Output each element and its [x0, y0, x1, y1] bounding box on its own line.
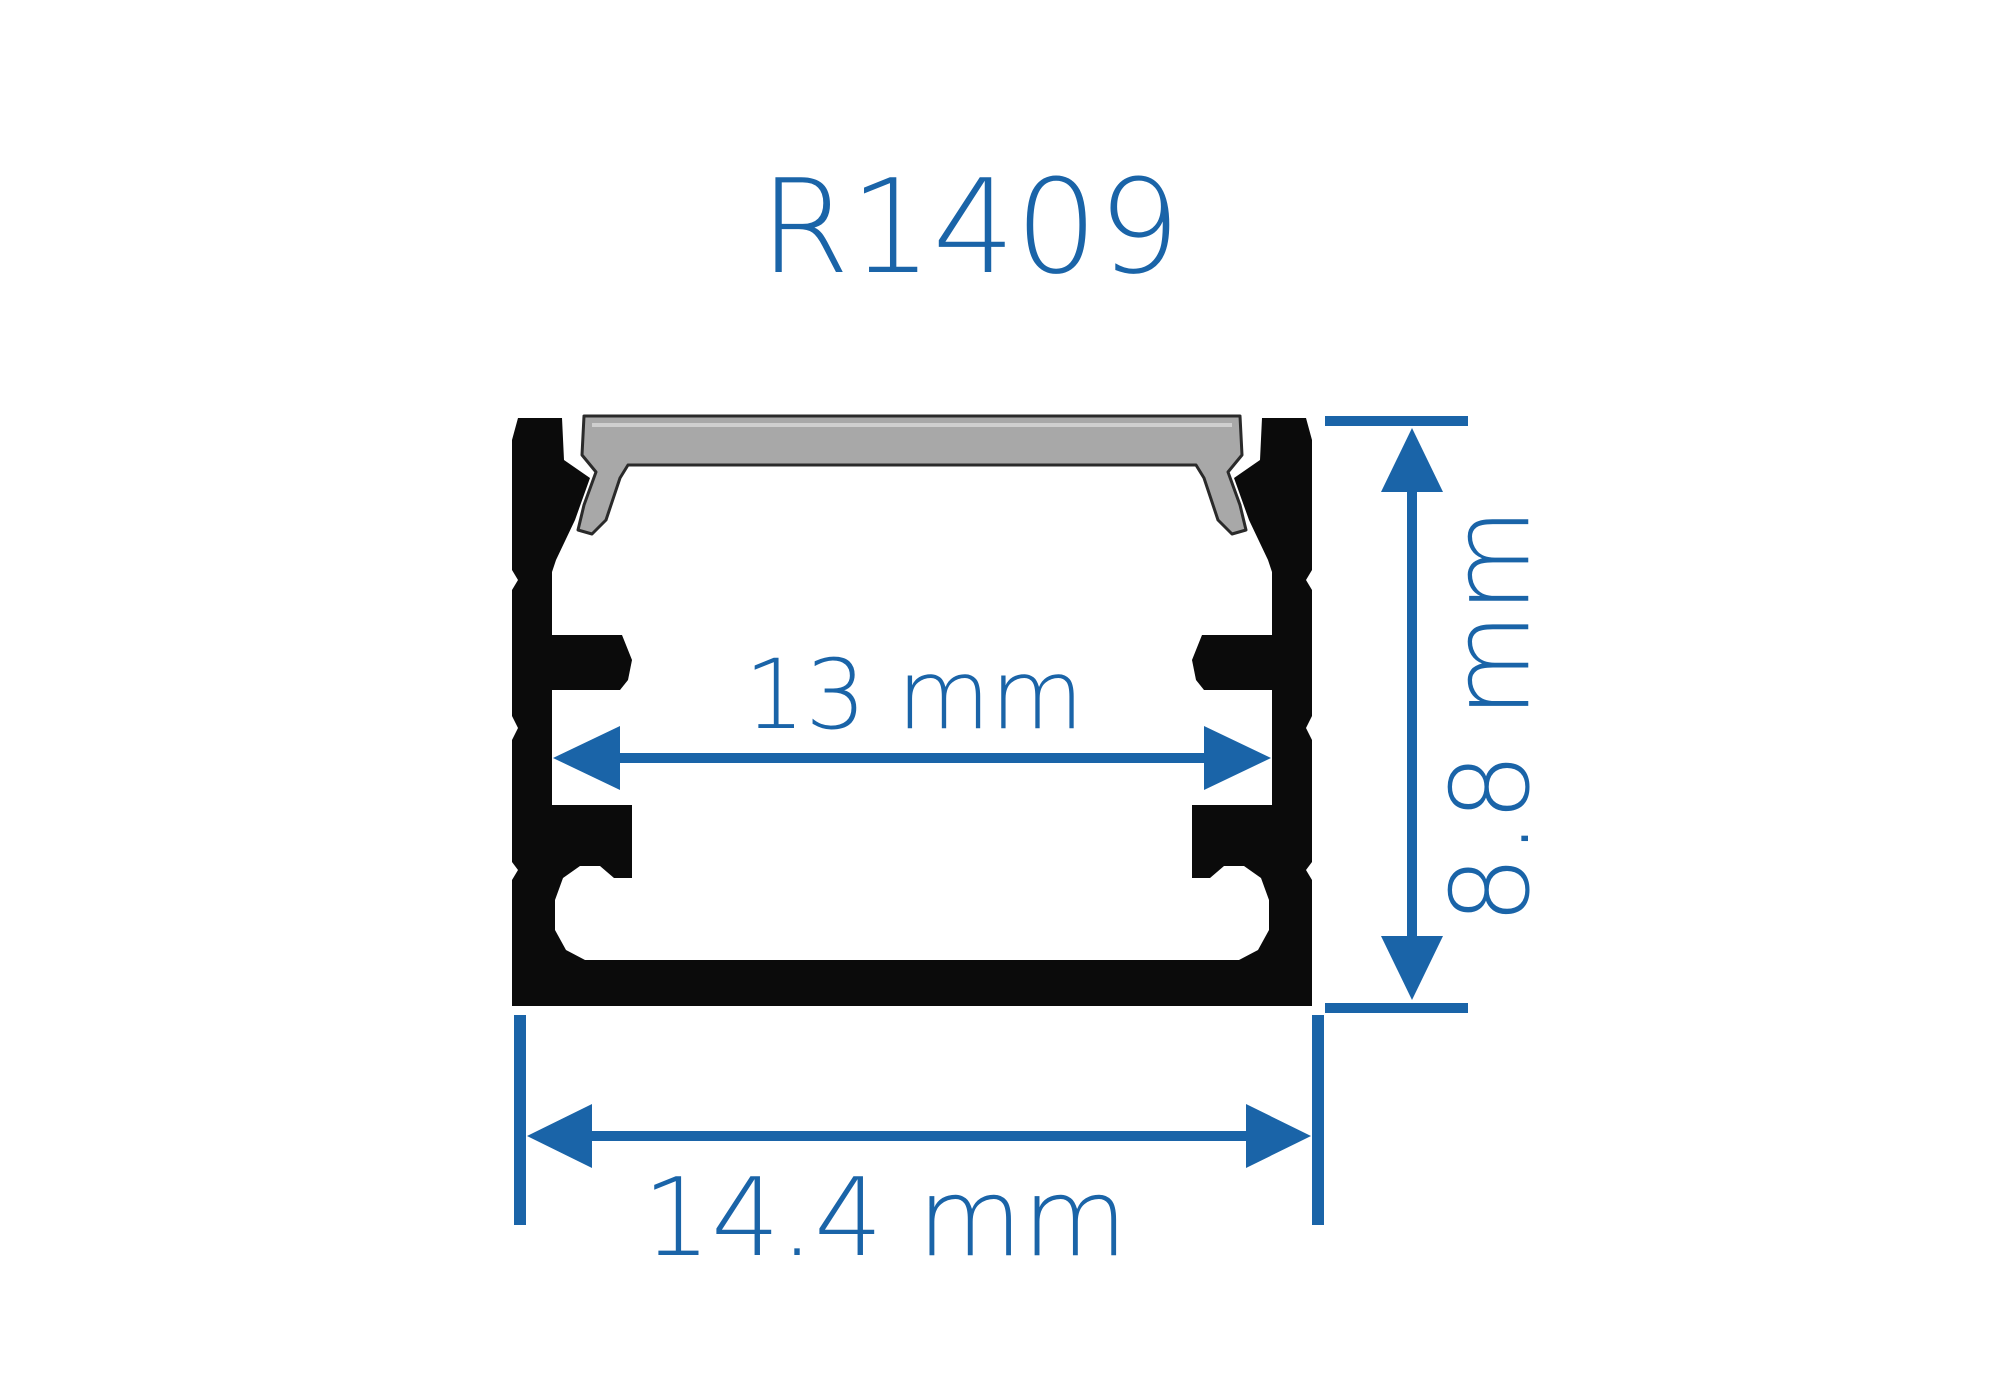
profile-left-wall: [512, 418, 590, 1002]
profile-right-clip: [1192, 805, 1272, 960]
profile-right-tab: [1192, 635, 1272, 690]
height-label: 8.8 mm: [1429, 508, 1554, 925]
product-title: R1409: [759, 151, 1180, 303]
outer-width-arrow-right: [1246, 1104, 1311, 1168]
outer-width-label: 14.4 mm: [642, 1156, 1127, 1281]
aluminium-profile: [512, 418, 1312, 1006]
profile-left-clip: [552, 805, 632, 960]
profile-base: [512, 960, 1312, 1006]
inner-width-label: 13 mm: [744, 639, 1084, 751]
diffuser-cover: [576, 414, 1248, 536]
inner-width-arrow-left: [553, 726, 620, 790]
height-arrow-up: [1381, 428, 1443, 492]
profile-left-tab: [552, 635, 632, 690]
inner-width-arrow-right: [1204, 726, 1271, 790]
profile-right-wall: [1234, 418, 1312, 1002]
inner-width-dimension: [553, 726, 1271, 790]
height-dimension: [1325, 416, 1468, 1013]
height-arrow-down: [1381, 936, 1443, 1000]
outer-width-arrow-left: [527, 1104, 592, 1168]
outer-width-dimension: [514, 1015, 1324, 1225]
